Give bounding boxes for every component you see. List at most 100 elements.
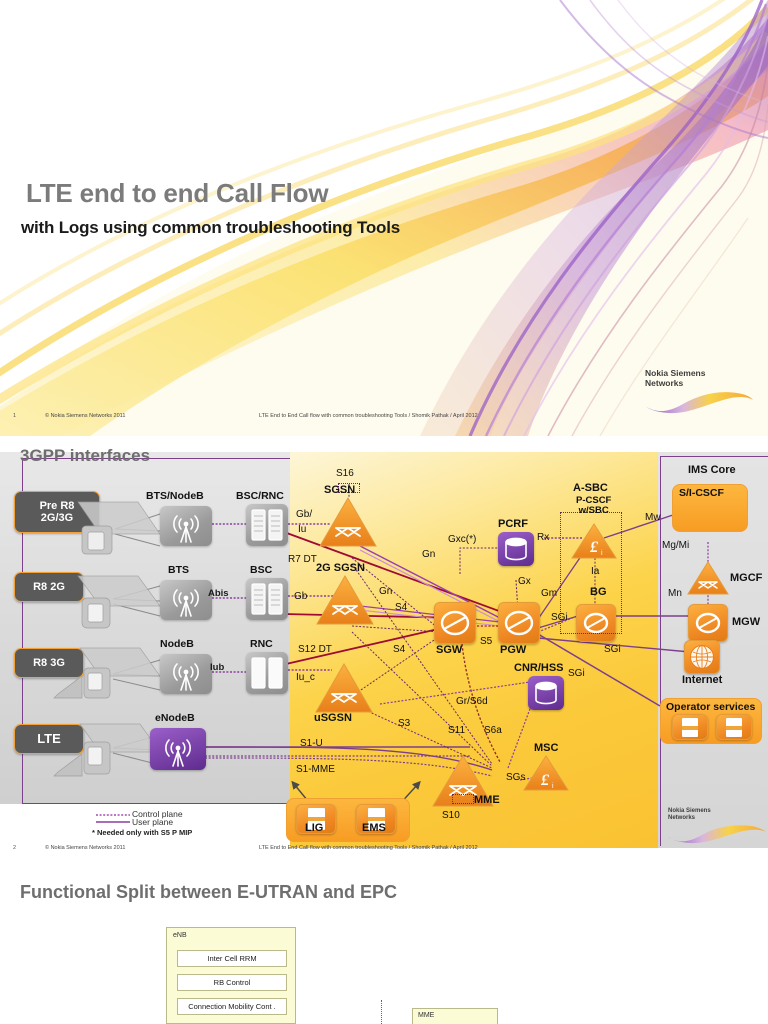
iface-mg-mi: Mg/Mi <box>662 540 690 551</box>
database-icons <box>505 537 557 705</box>
label-internet: Internet <box>682 674 723 686</box>
gateway-icons <box>440 610 721 636</box>
label-msc: MSC <box>534 742 559 754</box>
ims-core-border <box>660 456 768 846</box>
enb-item-rb-control[interactable]: RB Control <box>177 974 287 991</box>
legend-control-plane: Control plane <box>132 809 183 819</box>
enb-item-connection-mobility[interactable]: Connection Mobility Cont . <box>177 998 287 1015</box>
label-sgw: SGW <box>436 644 463 656</box>
svg-text:£: £ <box>540 772 550 789</box>
mme-header: MME <box>418 1012 435 1019</box>
iface-gx: Gx <box>518 576 531 587</box>
iface-ia: Ia <box>591 566 600 577</box>
slide-2-footer: 2 © Nokia Siemens Networks 2011 LTE End … <box>0 842 768 860</box>
tag-r8-2g[interactable]: R8 2G <box>14 572 84 602</box>
label-usgsn: uSGSN <box>314 712 352 724</box>
iface-gb: Gb <box>294 591 308 602</box>
iface-gxc: Gxc(*) <box>448 534 477 545</box>
slide-2-logo: Nokia Siemens Networks <box>668 808 768 846</box>
legend-note: * Needed only with S5 P MIP <box>92 828 193 837</box>
slide-2-copyright: © Nokia Siemens Networks 2011 <box>45 845 126 851</box>
iface-gn-2: Gn <box>379 586 393 597</box>
iface-gm: Gm <box>541 588 558 599</box>
tag-label: R8 3G <box>33 656 65 669</box>
label-p-cscf: P-CSCF w/SBC <box>576 495 612 516</box>
label-ims-core: IMS Core <box>688 464 736 476</box>
iface-sgs: SGs <box>506 772 526 783</box>
label-iub: Iub <box>210 662 225 673</box>
label-mgw: MGW <box>732 616 761 628</box>
label-lig: LIG <box>305 822 324 834</box>
iface-mw: Mw <box>645 512 661 523</box>
tag-label: R8 2G <box>33 580 65 593</box>
lig-ems-server-icons <box>308 808 385 830</box>
iface-s3: S3 <box>398 718 411 729</box>
enb-item-inter-cell-rrm[interactable]: Inter Cell RRM <box>177 950 287 967</box>
iface-r7-dt: R7 DT <box>288 554 317 565</box>
tag-r8-3g[interactable]: R8 3G <box>14 648 84 678</box>
logo-swoosh-icon <box>668 825 766 844</box>
iface-s10: S10 <box>442 810 460 821</box>
slide-1-copyright: © Nokia Siemens Networks 2011 <box>45 413 126 419</box>
iface-gr-s6d: Gr/S6d <box>456 696 488 707</box>
enb-mme-divider <box>381 1000 382 1024</box>
label-bsc-rnc: BSC/RNC <box>236 490 284 502</box>
slide-3-functional-split: Functional Split between E-UTRAN and EPC… <box>0 866 768 1024</box>
label-pgw: PGW <box>500 644 527 656</box>
s10-dashbox <box>452 794 474 804</box>
label-abis: Abis <box>208 588 229 599</box>
internet-globe-icon <box>690 645 714 669</box>
tag-lte[interactable]: LTE <box>14 724 84 754</box>
iface-gb-slash: Gb/ <box>296 509 313 520</box>
legend-lines <box>96 814 130 823</box>
iface-s16: S16 <box>336 468 354 479</box>
label-bsc: BSC <box>250 564 273 576</box>
tag-label: Pre R8 2G/3G <box>39 499 75 524</box>
slide-1-title: LTE end to end Call Flow <box>26 178 329 208</box>
bg-box[interactable] <box>576 604 616 642</box>
svg-text:i: i <box>552 783 554 790</box>
si-cscf-frame[interactable] <box>672 484 748 532</box>
iface-s12-dt: S12 DT <box>298 644 332 655</box>
legend-user-plane: User plane <box>132 817 174 827</box>
slide-1-footer: 1 © Nokia Siemens Networks 2011 LTE End … <box>0 410 768 428</box>
iface-s6a: S6a <box>484 725 502 736</box>
decorative-swoosh-graphic <box>0 0 768 436</box>
nokia-siemens-logo: Nokia Siemens Networks <box>645 368 755 414</box>
iface-iu-c: Iu_c <box>296 672 315 683</box>
iface-gn-1: Gn <box>422 549 436 560</box>
slide-2-3gpp-interfaces: 3GPP interfaces <box>0 436 768 866</box>
rack-icons <box>251 509 283 689</box>
iface-s4-2: S4 <box>393 644 406 655</box>
label-bts-nodeb: BTS/NodeB <box>146 490 204 502</box>
slide-1-page-number: 1 <box>13 413 17 419</box>
iface-s1-mme: S1-MME <box>296 764 335 775</box>
server-icons <box>682 718 742 737</box>
label-2g-sgsn: 2G SGSN <box>316 562 365 574</box>
iface-sgi-1: SGi <box>551 612 568 623</box>
slide-2-title: 3GPP interfaces <box>20 446 151 465</box>
label-mgcf: MGCF <box>730 572 763 584</box>
slide-1-footer-title: LTE End to End Call flow with common tro… <box>259 413 478 419</box>
iface-iu: Iu <box>298 524 307 535</box>
svg-text:i: i <box>601 550 603 557</box>
enb-header: eNB <box>173 932 187 939</box>
label-pcrf: PCRF <box>498 518 528 530</box>
slide-1-subtitle: with Logs using common troubleshooting T… <box>21 218 401 237</box>
s16-dashbox <box>338 483 360 493</box>
label-ems: EMS <box>362 822 386 834</box>
iface-sgi-2: SGi <box>604 644 621 655</box>
label-rnc: RNC <box>250 638 273 650</box>
slide-2-footer-title: LTE End to End Call flow with common tro… <box>259 845 478 851</box>
enb-container: eNB Inter Cell RRM RB Control Connection… <box>166 927 296 1024</box>
label-nodeb: NodeB <box>160 638 194 650</box>
logo-swoosh-icon <box>645 392 753 414</box>
label-sgsn: SGSN <box>324 484 356 496</box>
slide-3-title: Functional Split between E-UTRAN and EPC <box>20 882 398 902</box>
label-bts: BTS <box>168 564 189 576</box>
svg-text:£: £ <box>589 539 599 556</box>
access-panel-border <box>22 458 290 804</box>
iface-s11: S11 <box>448 725 466 736</box>
a-sbc-dashed-container <box>560 512 622 634</box>
